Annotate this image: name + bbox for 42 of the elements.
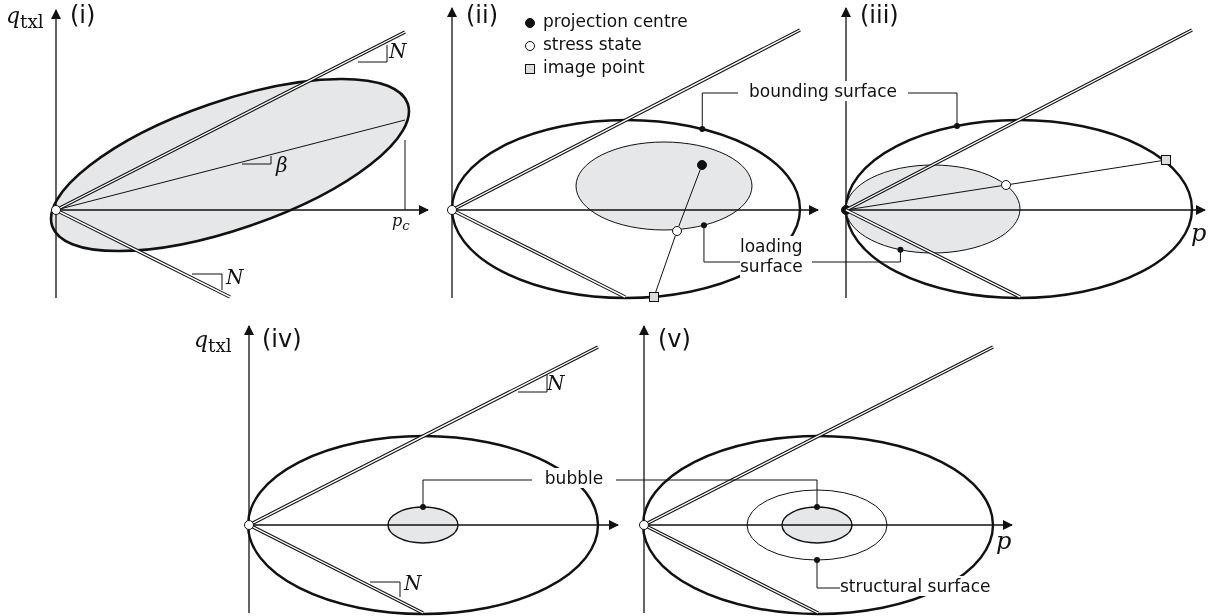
leader-line bbox=[907, 92, 960, 129]
projection-line bbox=[1010, 160, 1162, 185]
math-label: N bbox=[547, 372, 565, 394]
panel-label: (ii) bbox=[466, 2, 499, 29]
legend-text: image point bbox=[543, 58, 645, 77]
legend-text: stress state bbox=[543, 35, 642, 54]
math-label: β bbox=[276, 154, 288, 176]
projection-line bbox=[678, 169, 701, 227]
projection-line bbox=[655, 235, 676, 293]
bubble-ellipse bbox=[387, 506, 459, 544]
panel-label: (v) bbox=[658, 326, 691, 353]
image-point-square bbox=[1161, 155, 1171, 165]
panel-label: (i) bbox=[70, 2, 96, 29]
image-point-square bbox=[649, 292, 659, 302]
math-label: N bbox=[226, 266, 244, 288]
projection-centre-dot bbox=[697, 160, 707, 170]
bubble-ellipse bbox=[781, 506, 853, 544]
math-label: p bbox=[996, 528, 1012, 555]
legend-text: projection centre bbox=[543, 12, 688, 31]
leader-line bbox=[814, 557, 841, 589]
math-label: p$_{c}$ bbox=[392, 212, 410, 234]
bounding-surface-ellipse bbox=[841, 118, 1194, 300]
leader-line bbox=[811, 246, 904, 263]
math-label: N bbox=[404, 572, 422, 594]
math-label: p bbox=[1191, 220, 1207, 247]
leader-line bbox=[420, 479, 533, 510]
axis-label: q$_{txl}$ bbox=[194, 328, 232, 357]
stress-state-circle bbox=[672, 226, 682, 236]
math-label: N bbox=[389, 40, 407, 62]
bounding-surface-ellipse bbox=[450, 118, 802, 300]
axis-label: q$_{txl}$ bbox=[6, 4, 44, 33]
leader-line bbox=[700, 222, 741, 263]
leader-line bbox=[699, 92, 739, 132]
panel-label: (iv) bbox=[262, 326, 302, 353]
loading-surface-ellipse bbox=[841, 164, 1021, 254]
loading-surface-ellipse bbox=[575, 141, 753, 231]
panel-label: (iii) bbox=[860, 2, 899, 29]
structural-surface-ellipse bbox=[746, 489, 888, 561]
stress-state-circle bbox=[1001, 180, 1011, 190]
leader-line bbox=[615, 479, 820, 510]
projection-line bbox=[850, 185, 1002, 210]
projection-centre-dot bbox=[841, 205, 851, 215]
